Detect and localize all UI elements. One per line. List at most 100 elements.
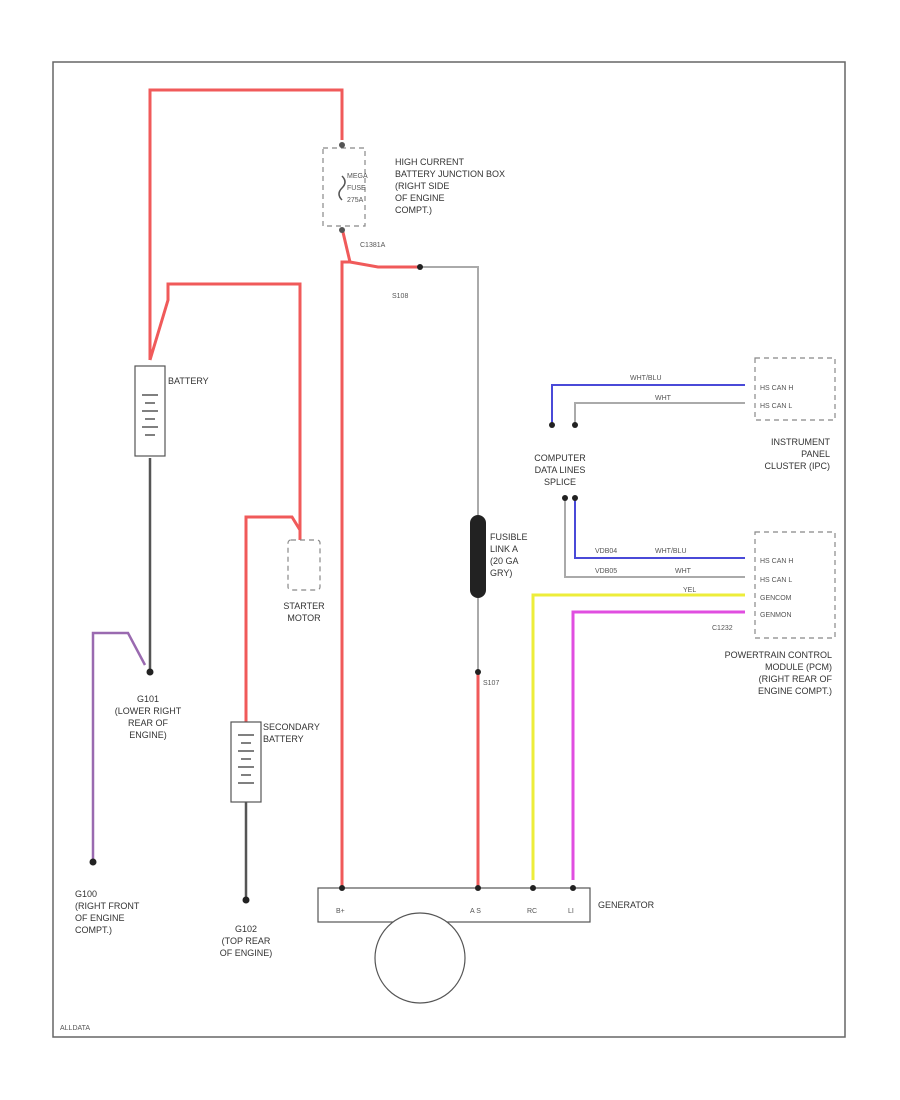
- secondary-battery-symbol: [230, 721, 262, 803]
- fusible-label-3: GRY): [490, 568, 512, 578]
- gen-pin-b: [339, 885, 345, 891]
- wire-battery-hcjb: [148, 88, 344, 360]
- battery-label: BATTERY: [168, 376, 209, 386]
- wire-gencom: [531, 593, 745, 880]
- hcjb-label-1: BATTERY JUNCTION BOX: [395, 169, 505, 179]
- generator-box: [317, 887, 591, 923]
- labels: HIGH CURRENT BATTERY JUNCTION BOX (RIGHT…: [60, 157, 832, 1032]
- wire-ipc-canl: [574, 402, 745, 425]
- wire-pcm-canh: [574, 498, 745, 559]
- hcjb-box: [322, 147, 366, 227]
- gen-pin-label-1: A S: [470, 908, 481, 915]
- g101-label-1: (LOWER RIGHT: [115, 706, 182, 716]
- pcm-pin-gencom: GENCOM: [760, 595, 792, 602]
- starter-label-0: STARTER: [283, 601, 325, 611]
- fusible-label-1: LINK A: [490, 544, 518, 554]
- data-splice-2: SPLICE: [544, 477, 576, 487]
- wire-ipc-canh: [551, 384, 745, 425]
- c1381-label: C1381A: [360, 242, 386, 249]
- wire-s108-fusible: [420, 266, 479, 515]
- starter-label-1: MOTOR: [287, 613, 321, 623]
- fusible-link-symbol: [470, 515, 486, 598]
- gen-pin-li: [570, 885, 576, 891]
- pcm-wire-gencom-color: YEL: [683, 587, 696, 594]
- battery-cells: [142, 394, 158, 436]
- data-splice-dot-4: [572, 495, 578, 501]
- c1232-label: C1232: [712, 625, 733, 632]
- wire-starter-secbatt: [244, 515, 302, 722]
- hcjb-label-2: (RIGHT SIDE: [395, 181, 449, 191]
- hcjb-pin-top: [339, 142, 345, 148]
- pcm-wire-canh-color: WHT/BLU: [655, 548, 687, 555]
- pcm-pin-canl: HS CAN L: [760, 577, 792, 584]
- starter-motor-box: [287, 539, 321, 591]
- ground-g101: [146, 668, 154, 676]
- ipc-pin-canh: HS CAN H: [760, 385, 793, 392]
- pcm-wire-canl-color: WHT: [675, 568, 692, 575]
- mega-fuse-2: 275A: [347, 197, 364, 204]
- gen-pin-label-3: LI: [568, 908, 574, 915]
- mega-fuse-0: MEGA: [347, 173, 368, 180]
- secondary-battery-cells: [238, 734, 254, 784]
- g100-label-0: G100: [75, 889, 97, 899]
- data-splice-0: COMPUTER: [534, 453, 586, 463]
- ipc-pin-canl: HS CAN L: [760, 403, 792, 410]
- hcjb-label-3: OF ENGINE: [395, 193, 445, 203]
- ipc-label-0: INSTRUMENT: [771, 437, 830, 447]
- fusible-label-2: (20 GA: [490, 556, 519, 566]
- ipc-wire-canl-color: WHT: [655, 395, 672, 402]
- ipc-label-1: PANEL: [801, 449, 830, 459]
- wire-genmon: [571, 610, 745, 880]
- secbatt-label-0: SECONDARY: [263, 722, 320, 732]
- blue-wires: [551, 384, 745, 559]
- generator-label: GENERATOR: [598, 900, 655, 910]
- pcm-label-3: ENGINE COMPT.): [758, 686, 832, 696]
- ipc-label-2: CLUSTER (IPC): [764, 461, 830, 471]
- mega-fuse-symbol: [338, 175, 346, 201]
- g100-label-1: (RIGHT FRONT: [75, 901, 140, 911]
- gen-pin-rc: [530, 885, 536, 891]
- data-splice-1: DATA LINES: [535, 465, 586, 475]
- s108-label: S108: [392, 293, 408, 300]
- g102-label-2: OF ENGINE): [220, 948, 273, 958]
- g100-label-2: OF ENGINE: [75, 913, 125, 923]
- g102-label-1: (TOP REAR: [222, 936, 271, 946]
- gray-wires: [148, 266, 745, 900]
- gen-pin-as: [475, 885, 481, 891]
- generator-symbol: [374, 912, 466, 1004]
- ground-g102: [242, 896, 250, 904]
- pcm-label-1: MODULE (PCM): [765, 662, 832, 672]
- hcjb-pin-bottom: [339, 227, 345, 233]
- s108-splice: [417, 264, 423, 270]
- data-splice-dot-2: [572, 422, 578, 428]
- hcjb-label-0: HIGH CURRENT: [395, 157, 465, 167]
- g101-label-2: REAR OF: [128, 718, 169, 728]
- wire-hcjb-generator: [340, 227, 352, 890]
- mega-fuse-1: FUSE: [347, 185, 366, 192]
- g100-label-3: COMPT.): [75, 925, 112, 935]
- data-splice-dot-3: [562, 495, 568, 501]
- data-splice-dot-1: [549, 422, 555, 428]
- wire-battery-starter: [148, 282, 302, 540]
- wire-pcm-canl: [564, 498, 745, 578]
- pcm-wire-canh-code: VDB04: [595, 548, 617, 555]
- g101-label-3: ENGINE): [129, 730, 167, 740]
- wire-purple-ground: [91, 631, 147, 862]
- secbatt-label-1: BATTERY: [263, 734, 304, 744]
- gen-pin-label-2: RC: [527, 908, 537, 915]
- fusible-label-0: FUSIBLE: [490, 532, 528, 542]
- s107-label: S107: [483, 680, 499, 687]
- red-wires: [148, 88, 480, 890]
- gen-pin-label-0: B+: [336, 908, 345, 915]
- hcjb-label-4: COMPT.): [395, 205, 432, 215]
- pcm-wire-canl-code: VDB05: [595, 568, 617, 575]
- pcm-label-0: POWERTRAIN CONTROL: [725, 650, 832, 660]
- wire-hcjb-s108: [349, 260, 420, 269]
- diagram-border: [52, 61, 846, 1038]
- ipc-box: [754, 357, 836, 421]
- g101-label-0: G101: [137, 694, 159, 704]
- ground-g100: [89, 858, 97, 866]
- pcm-pin-canh: HS CAN H: [760, 558, 793, 565]
- ipc-wire-canh-color: WHT/BLU: [630, 375, 662, 382]
